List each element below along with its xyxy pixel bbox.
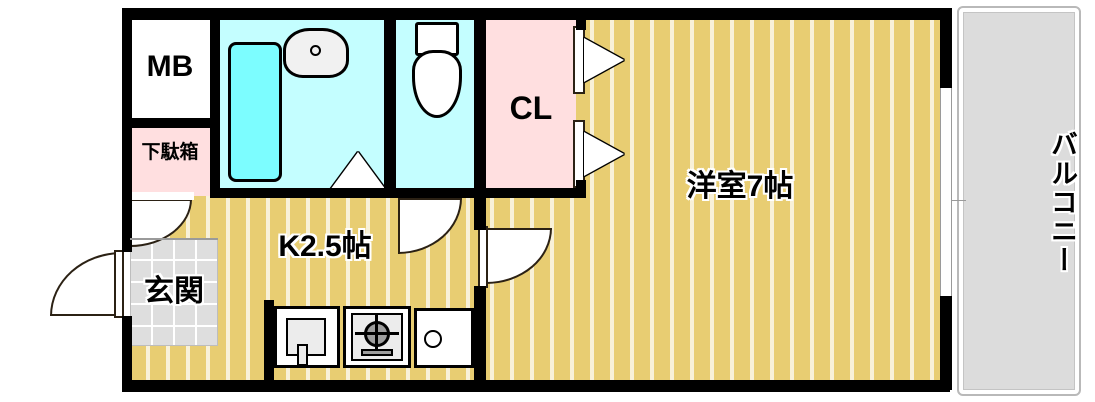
- gas-burner-cross-h: [355, 332, 399, 335]
- meter-box-label: MB: [146, 50, 194, 83]
- wall-left-lower-top: [122, 196, 132, 252]
- stove-grill-icon: [361, 349, 393, 356]
- wall-top-outer: [122, 8, 950, 20]
- wall-service-bottom: [210, 188, 486, 198]
- balcony-label: バルコニー: [1047, 130, 1077, 275]
- bath-folding-door-icon[interactable]: [330, 152, 386, 190]
- window-frame-line-right: [951, 88, 952, 296]
- bedroom-window-opening: [940, 88, 952, 296]
- wall-right-top: [940, 8, 952, 88]
- meter-box-area: [130, 20, 210, 120]
- toilet-bowl: [412, 50, 462, 118]
- window-frame-line-left: [940, 88, 941, 296]
- entrance-door-swing[interactable]: [50, 252, 122, 316]
- wall-kitchen-bedroom-upper: [474, 196, 486, 230]
- genkan-door-opening: [130, 192, 194, 200]
- wall-left-upper: [122, 8, 132, 196]
- kitchen-label: K2.5帖: [278, 230, 372, 263]
- washbasin: [283, 28, 349, 78]
- closet-door-upper-icon[interactable]: [584, 38, 624, 82]
- kitchen-counter-module: [414, 308, 474, 368]
- balcony-inner-outline: [963, 12, 1075, 390]
- entrance-door-leaf[interactable]: [114, 250, 124, 318]
- wall-mb-bottom: [130, 118, 212, 128]
- wall-mb-right: [210, 8, 220, 196]
- wall-closet-right-lower: [576, 180, 586, 198]
- genkan-tile-floor: [130, 238, 218, 346]
- shoe-cabinet-area: [130, 128, 210, 196]
- counter-drain-icon: [424, 330, 442, 348]
- shoe-cabinet-label: 下駄箱: [141, 142, 199, 163]
- wall-closet-right: [576, 8, 586, 30]
- closet-door-lower-icon[interactable]: [584, 132, 624, 176]
- balcony-outer-outline: [957, 6, 1081, 396]
- bedroom-door-leaf[interactable]: [478, 226, 488, 288]
- balcony-area: [963, 12, 1075, 390]
- closet-label: CL: [509, 90, 553, 126]
- genkan-step-line: [130, 238, 218, 240]
- western-room-label: 洋室7帖: [686, 170, 794, 203]
- wall-bath-toilet: [384, 8, 396, 196]
- wall-right-bottom: [940, 296, 952, 390]
- wall-kitchen-bedroom-lower: [474, 286, 486, 386]
- closet-area: [486, 20, 576, 198]
- wall-counter-left: [264, 300, 274, 382]
- wall-left-lower-bottom: [122, 316, 132, 390]
- wall-bottom-outer: [122, 380, 950, 392]
- balcony-divider-line: [940, 200, 966, 201]
- wall-toilet-closet: [474, 8, 486, 198]
- kitchen-faucet-icon: [297, 344, 308, 366]
- genkan-label: 玄関: [144, 275, 204, 308]
- wall-closet-bottom: [474, 188, 586, 198]
- washbasin-drain-icon: [310, 45, 321, 56]
- bathtub: [228, 42, 282, 182]
